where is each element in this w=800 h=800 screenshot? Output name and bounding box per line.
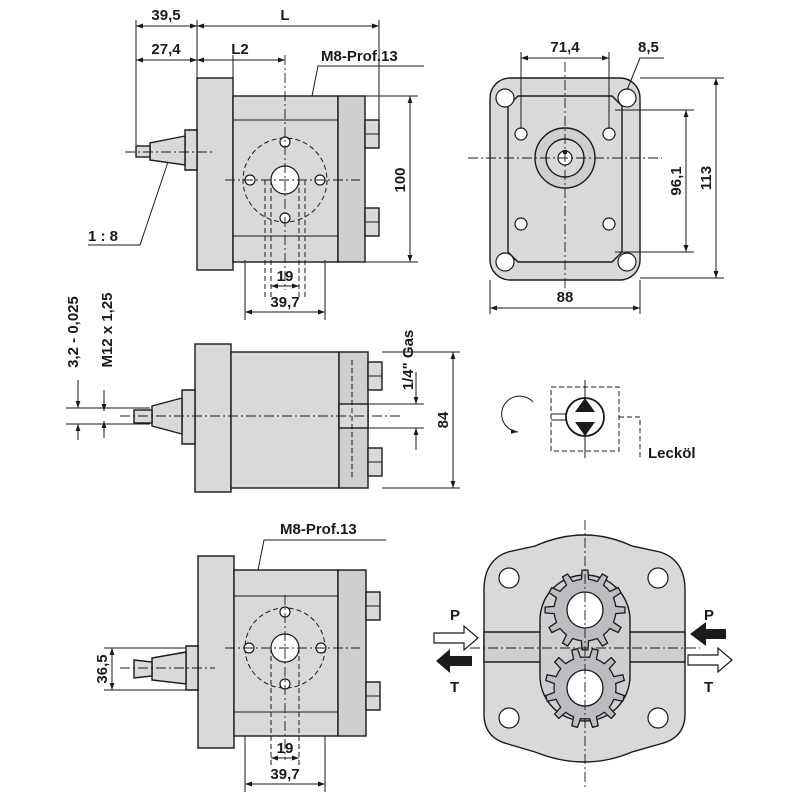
rear-view bbox=[120, 555, 381, 768]
drain-label: Lecköl bbox=[648, 445, 696, 462]
tank-right-arrow bbox=[687, 646, 733, 674]
hydraulic-symbol: Lecköl bbox=[501, 380, 696, 462]
thread-note-top: M8-Prof.13 bbox=[321, 48, 398, 65]
pressure-right-arrow bbox=[690, 622, 726, 646]
dim-port-width-a: 19 bbox=[277, 268, 294, 285]
dim-port-width-b: 19 bbox=[277, 740, 294, 757]
dim-flange-height: 113 bbox=[698, 166, 715, 190]
front-view-dimensions: 39,5 L 27,4 L2 M8-Prof.13 100 1 : 8 19 3… bbox=[88, 7, 424, 320]
dim-port-spacing-a: 39,7 bbox=[270, 294, 299, 311]
port-flow-arrows: P T P T bbox=[433, 607, 733, 696]
port-t-right: T bbox=[704, 679, 713, 696]
dim-taper: 1 : 8 bbox=[88, 228, 118, 245]
dim-bolt-spacing: 71,4 bbox=[550, 39, 580, 56]
rear-view-dimensions: M8-Prof.13 36,5 19 39,7 bbox=[94, 521, 386, 792]
dim-shaft-thread: M12 x 1,25 bbox=[99, 292, 116, 367]
dim-bolt-hole: 8,5 bbox=[638, 39, 659, 56]
port-t-left: T bbox=[450, 679, 459, 696]
dim-bolt-vertical: 96,1 bbox=[668, 166, 685, 195]
dim-body-height: 100 bbox=[392, 167, 409, 192]
flange-view-dimensions: 71,4 8,5 96,1 113 88 bbox=[489, 39, 724, 314]
top-view-dimensions: 3,2 - 0,025 M12 x 1,25 1/4" Gas 84 bbox=[65, 292, 460, 489]
dim-side-height: 84 bbox=[435, 411, 452, 428]
thread-note-bottom: M8-Prof.13 bbox=[280, 521, 357, 538]
dim-key-width: 3,2 - 0,025 bbox=[65, 296, 82, 368]
dim-drain-port: 1/4" Gas bbox=[400, 330, 417, 390]
tank-left-arrow bbox=[436, 649, 472, 673]
dim-flange-width: 88 bbox=[557, 289, 574, 306]
flange-view bbox=[468, 62, 662, 290]
top-view bbox=[120, 343, 400, 493]
dim-flange-offset: 39,5 bbox=[151, 7, 180, 24]
dim-overall-length: L bbox=[280, 7, 289, 24]
port-p-left: P bbox=[450, 607, 460, 624]
dim-body-length: L2 bbox=[231, 41, 249, 58]
dim-port-spacing-b: 39,7 bbox=[270, 766, 299, 783]
dim-shaft-dia: 36,5 bbox=[94, 654, 111, 683]
gear-section-view bbox=[470, 520, 700, 790]
port-p-right: P bbox=[704, 607, 714, 624]
dim-shaft-length: 27,4 bbox=[151, 41, 181, 58]
pressure-left-arrow bbox=[433, 624, 479, 652]
